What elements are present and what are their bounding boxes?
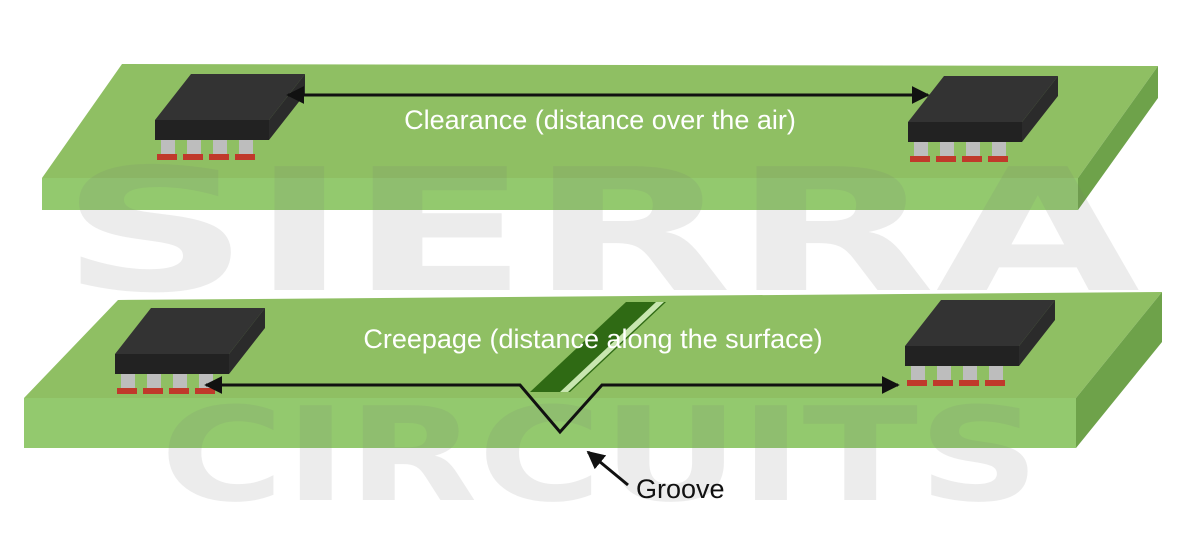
chip-top-face [905, 300, 1055, 346]
chip-pin [914, 142, 928, 156]
chip-pin [963, 366, 977, 380]
chip-pin [911, 366, 925, 380]
solder-pad [962, 156, 982, 162]
solder-pad [235, 154, 255, 160]
solder-pad [169, 388, 189, 394]
chip-pin [966, 142, 980, 156]
chip-front-face [155, 120, 269, 140]
clearance-label: Clearance (distance over the air) [404, 105, 796, 135]
bottom-board-side-face [1076, 292, 1162, 448]
chip-pin [239, 140, 253, 154]
chip-pins [907, 366, 1005, 386]
bottom-board-front-face [24, 398, 1076, 448]
top-board-front-face [42, 178, 1078, 210]
chip-top-right [908, 76, 1058, 162]
top-board-side-face [1078, 66, 1158, 210]
groove-pointer-arrow [586, 450, 629, 487]
chip-top-face [908, 76, 1058, 122]
chip-top-face [155, 74, 305, 120]
solder-pad [910, 156, 930, 162]
chip-pin [121, 374, 135, 388]
solder-pad [143, 388, 163, 394]
chip-pin [147, 374, 161, 388]
chip-front-face [908, 122, 1022, 142]
watermark: SIERRA CIRCUITS [60, 133, 1140, 531]
chip-pin [937, 366, 951, 380]
chip-pins [910, 142, 1008, 162]
chip-side-face [1019, 300, 1055, 366]
chip-side-face [229, 308, 265, 374]
chip-front-face [115, 354, 229, 374]
watermark-line1: SIERRA [60, 133, 1140, 331]
chip-bottom-right [905, 300, 1055, 386]
creepage-label: Creepage (distance along the surface) [363, 324, 822, 354]
solder-pad [209, 154, 229, 160]
chip-pin [173, 374, 187, 388]
solder-pad [933, 380, 953, 386]
watermark-line2: CIRCUITS [160, 379, 1040, 531]
solder-pad [183, 154, 203, 160]
solder-pad [985, 380, 1005, 386]
bottom-board [24, 292, 1162, 448]
groove-label: Groove [636, 474, 725, 504]
groove-highlight [560, 302, 664, 392]
solder-pad [936, 156, 956, 162]
solder-pad [195, 388, 215, 394]
solder-pad [117, 388, 137, 394]
solder-pad [157, 154, 177, 160]
chip-top-left [155, 74, 305, 160]
chip-pin [187, 140, 201, 154]
chip-top-face [115, 308, 265, 354]
solder-pad [988, 156, 1008, 162]
chip-pin [940, 142, 954, 156]
chip-pin [989, 366, 1003, 380]
solder-pad [907, 380, 927, 386]
solder-pad [959, 380, 979, 386]
creepage-arrow [204, 376, 900, 435]
chip-pins [157, 140, 255, 160]
chip-bottom-left [115, 308, 265, 394]
chip-pin [213, 140, 227, 154]
chip-side-face [1022, 76, 1058, 142]
chip-pin [992, 142, 1006, 156]
chip-pin [161, 140, 175, 154]
chip-front-face [905, 346, 1019, 366]
